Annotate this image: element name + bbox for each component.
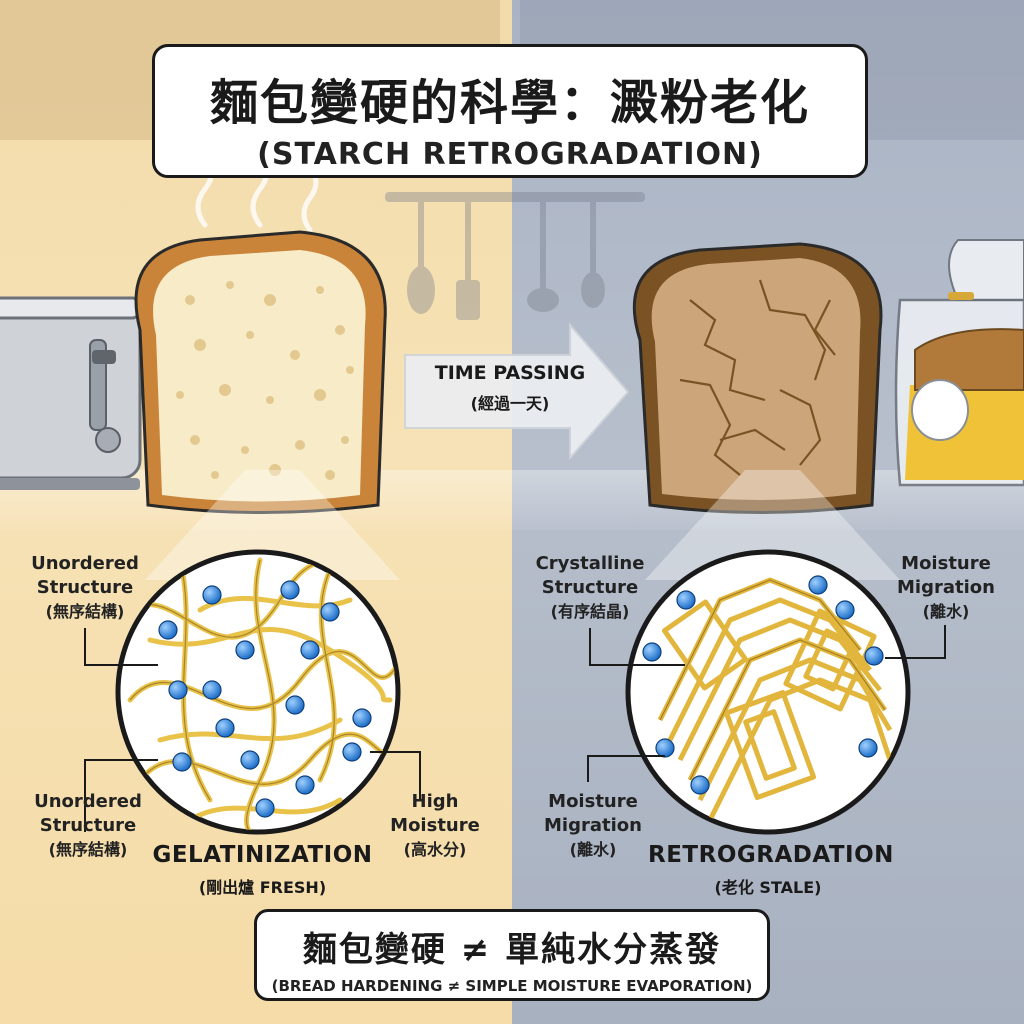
label-unordered-top: Unordered Structure (無序結構) — [31, 553, 139, 621]
label-crystalline: Crystalline Structure (有序結晶) — [535, 553, 645, 621]
conclusion-box: 麵包變硬 ≠ 單純水分蒸發 (BREAD HARDENING ≠ SIMPLE … — [254, 909, 770, 1001]
caption-retrogradation: RETROGRADATION (老化 STALE) — [648, 842, 894, 897]
conclusion-zh: 麵包變硬 ≠ 單純水分蒸發 — [302, 930, 722, 970]
arrow-label: TIME PASSING (經過一天) — [405, 362, 615, 414]
arrow-label-sub: (經過一天) — [470, 394, 550, 413]
caption-gelatinization: GELATINIZATION (剛出爐 FRESH) — [152, 842, 373, 897]
label-unordered-bottom: Unordered Structure (無序結構) — [34, 791, 142, 859]
page-title: 麵包變硬的科學：澱粉老化 — [209, 75, 810, 131]
label-high-moisture: High Moisture (高水分) — [390, 791, 480, 859]
water-molecule-icon — [158, 580, 372, 818]
label-moisture-migration-bottom: Moisture Migration (離水) — [544, 791, 642, 859]
page-subtitle: (STARCH RETROGRADATION) — [257, 137, 763, 172]
label-moisture-migration-top: Moisture Migration (離水) — [897, 553, 995, 621]
title-box: 麵包變硬的科學：澱粉老化 (STARCH RETROGRADATION) — [152, 44, 868, 178]
arrow-label-main: TIME PASSING — [434, 362, 586, 384]
conclusion-en: (BREAD HARDENING ≠ SIMPLE MOISTURE EVAPO… — [271, 977, 753, 995]
